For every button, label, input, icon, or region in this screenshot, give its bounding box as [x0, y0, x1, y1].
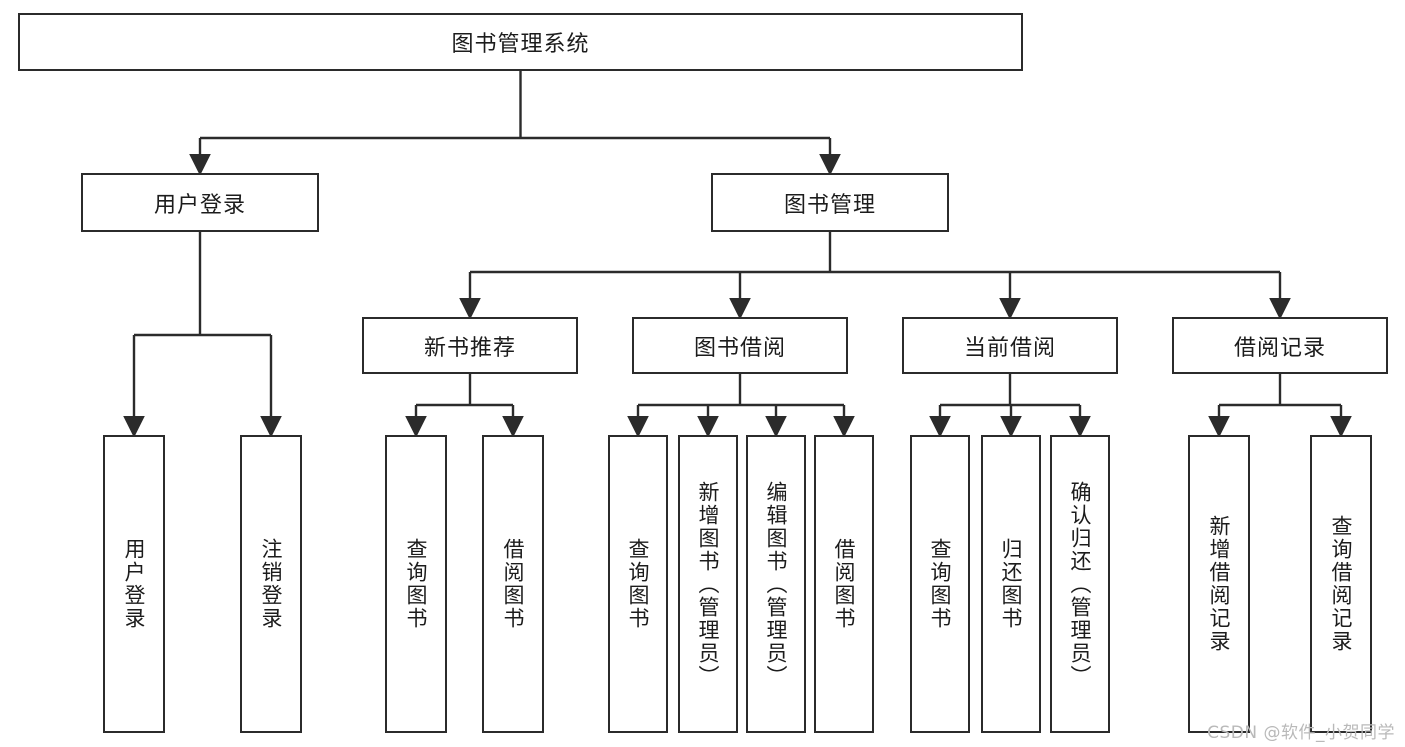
- node-label: 用户登录: [122, 538, 147, 630]
- node-leaf-rec-1[interactable]: 新增借阅记录: [1188, 435, 1250, 733]
- node-label: 新增图书（管理员）: [696, 480, 721, 688]
- node-label: 新书推荐: [423, 335, 516, 361]
- node-label: 用户登录: [153, 192, 246, 218]
- node-label: 图书管理: [783, 192, 876, 218]
- node-borrow[interactable]: 图书借阅: [632, 317, 848, 374]
- node-leaf-rec-2[interactable]: 查询借阅记录: [1310, 435, 1372, 733]
- node-leaf-cur-1[interactable]: 查询图书: [910, 435, 970, 733]
- node-leaf-bor-4[interactable]: 借阅图书: [814, 435, 874, 733]
- node-label: 查询图书: [928, 538, 953, 630]
- node-current[interactable]: 当前借阅: [902, 317, 1118, 374]
- node-leaf-cur-2[interactable]: 归还图书: [981, 435, 1041, 733]
- node-records[interactable]: 借阅记录: [1172, 317, 1388, 374]
- node-leaf-bor-2[interactable]: 新增图书（管理员）: [678, 435, 738, 733]
- node-leaf-new-2[interactable]: 借阅图书: [482, 435, 544, 733]
- node-label: 确认归还（管理员）: [1068, 480, 1093, 688]
- node-root[interactable]: 图书管理系统: [18, 13, 1023, 71]
- node-leaf-new-1[interactable]: 查询图书: [385, 435, 447, 733]
- node-newbook[interactable]: 新书推荐: [362, 317, 578, 374]
- node-leaf-bor-3[interactable]: 编辑图书（管理员）: [746, 435, 806, 733]
- node-label: 图书借阅: [693, 335, 786, 361]
- node-label: 编辑图书（管理员）: [764, 480, 789, 688]
- node-label: 归还图书: [999, 538, 1024, 630]
- node-login[interactable]: 用户登录: [81, 173, 319, 232]
- node-label: 当前借阅: [963, 335, 1056, 361]
- node-leaf-bor-1[interactable]: 查询图书: [608, 435, 668, 733]
- node-label: 查询图书: [626, 538, 651, 630]
- node-label: 查询借阅记录: [1329, 515, 1354, 653]
- node-leaf-login-2[interactable]: 注销登录: [240, 435, 302, 733]
- csdn-watermark: CSDN @软件_小贺同学: [1207, 723, 1395, 743]
- node-label: 借阅图书: [832, 538, 857, 630]
- node-leaf-cur-3[interactable]: 确认归还（管理员）: [1050, 435, 1110, 733]
- node-label: 图书管理系统: [451, 32, 590, 57]
- node-leaf-login-1[interactable]: 用户登录: [103, 435, 165, 733]
- node-bookmgmt[interactable]: 图书管理: [711, 173, 949, 232]
- node-label: 借阅记录: [1233, 335, 1326, 361]
- node-label: 注销登录: [259, 538, 284, 630]
- node-label: 借阅图书: [501, 538, 526, 630]
- node-label: 查询图书: [404, 538, 429, 630]
- node-label: 新增借阅记录: [1207, 515, 1232, 653]
